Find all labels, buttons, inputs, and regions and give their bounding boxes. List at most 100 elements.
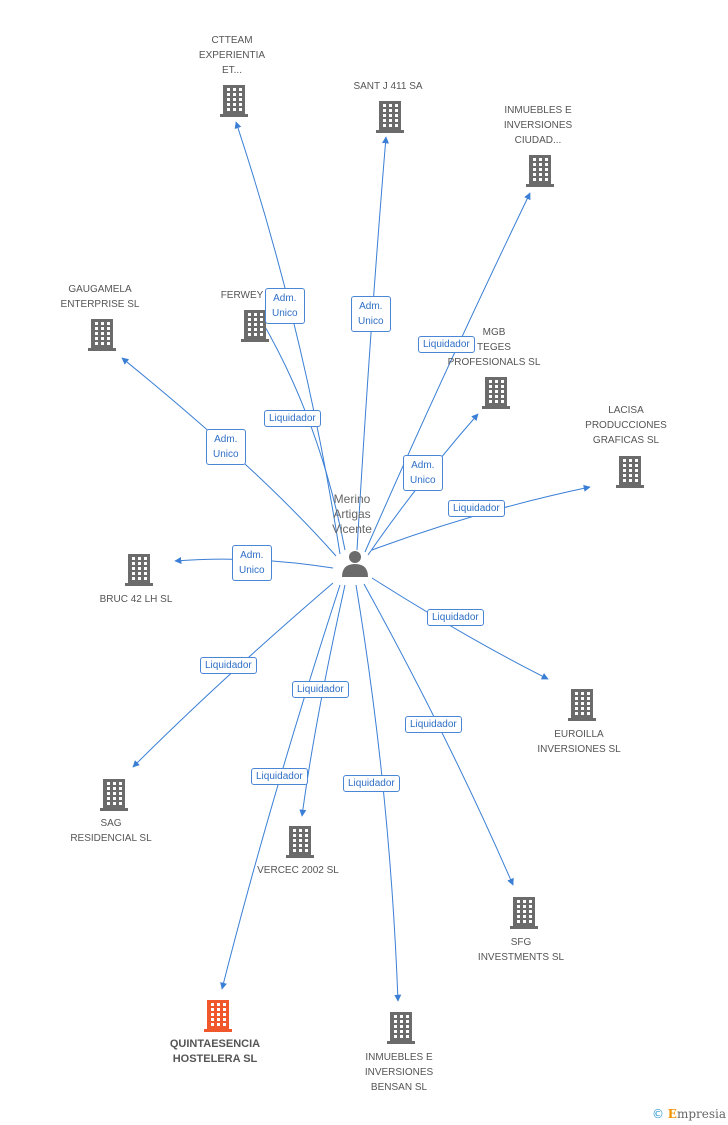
edge-label-text: Unico <box>272 308 298 319</box>
company-label-line: GRAFICAS SL <box>592 435 660 446</box>
company-label-inmciudad[interactable]: INMUEBLES E INVERSIONES CIUDAD... <box>473 103 603 148</box>
edge-label-bensan[interactable]: Liquidador <box>343 775 400 792</box>
company-label-line: INVERSIONES <box>503 120 573 131</box>
edge-label-text: Adm. <box>214 434 238 445</box>
building-icon <box>616 456 644 488</box>
edge-inmciudad <box>364 192 531 553</box>
edge-label-text: Liquidador <box>348 778 395 789</box>
company-node-sag[interactable] <box>99 777 129 816</box>
company-label-bruc[interactable]: BRUC 42 LH SL <box>71 592 201 607</box>
company-label-line: INVESTMENTS SL <box>477 952 565 963</box>
brand-initial: E <box>667 1107 677 1121</box>
company-node-sfg[interactable] <box>509 895 539 934</box>
edge-sag <box>132 582 334 768</box>
edge-bensan <box>355 584 402 1002</box>
building-icon <box>286 826 314 858</box>
building-icon <box>482 377 510 409</box>
company-label-line: SFG <box>510 937 532 948</box>
edge-label-text: Liquidador <box>256 771 303 782</box>
company-label-sag[interactable]: SAG RESIDENCIAL SL <box>46 816 176 846</box>
edge-label-sfg[interactable]: Liquidador <box>405 716 462 733</box>
company-label-line: INVERSIONES SL <box>537 744 621 755</box>
building-icon <box>125 554 153 586</box>
edge-lacisa <box>371 484 591 551</box>
edge-label-quinta[interactable]: Liquidador <box>251 768 308 785</box>
company-node-bruc[interactable] <box>124 552 154 591</box>
copyright-icon: © <box>651 1107 664 1121</box>
edge-label-text: Liquidador <box>453 503 500 514</box>
edge-label-text: Unico <box>213 449 239 460</box>
company-node-euroilla[interactable] <box>567 687 597 726</box>
center-person-name[interactable]: Merino Artigas Vicente <box>312 492 392 537</box>
person-icon[interactable] <box>342 551 368 577</box>
building-icon <box>387 1012 415 1044</box>
company-label-line: EUROILLA <box>554 729 604 740</box>
edge-label-santj[interactable]: Adm.Unico <box>351 296 391 332</box>
company-label-line: ENTERPRISE SL <box>60 299 140 310</box>
edge-label-inmciudad[interactable]: Liquidador <box>418 336 475 353</box>
edge-sfg <box>363 583 514 886</box>
edge-label-vercec[interactable]: Liquidador <box>292 681 349 698</box>
company-label-line: SANT J 411 SA <box>353 81 423 92</box>
brand-name: mpresia <box>676 1107 726 1121</box>
company-label-line: RESIDENCIAL SL <box>70 833 152 844</box>
edge-label-text: Unico <box>410 475 436 486</box>
edge-label-text: Unico <box>239 565 265 576</box>
company-label-ferwey[interactable]: FERWEY <box>177 288 307 303</box>
edge-label-sag[interactable]: Liquidador <box>200 657 257 674</box>
company-label-sfg[interactable]: SFG INVESTMENTS SL <box>456 935 586 965</box>
company-node-ferwey[interactable] <box>240 308 270 347</box>
company-node-bensan[interactable] <box>386 1010 416 1049</box>
building-icon <box>88 319 116 351</box>
company-node-santj[interactable] <box>375 99 405 138</box>
company-label-vercec[interactable]: VERCEC 2002 SL <box>233 863 363 878</box>
edge-label-text: Liquidador <box>205 660 252 671</box>
footer-brand[interactable]: © Empresia <box>652 1107 726 1121</box>
company-node-lacisa[interactable] <box>615 454 645 493</box>
building-icon <box>510 897 538 929</box>
edge-label-gaugamela[interactable]: Adm. Unico <box>206 429 246 465</box>
company-label-line: INMUEBLES E <box>504 105 572 116</box>
company-label-line: HOSTELERA SL <box>172 1053 258 1065</box>
company-label-line: QUINTAESENCIA <box>169 1038 261 1050</box>
building-icon <box>204 1000 232 1032</box>
company-node-ctteam[interactable] <box>219 83 249 122</box>
building-icon <box>220 85 248 117</box>
company-label-line: EXPERIENTIA <box>198 50 266 61</box>
company-node-mgb[interactable] <box>481 375 511 414</box>
company-label-line: INVERSIONES <box>364 1067 434 1078</box>
edge-label-text: Unico <box>358 316 384 327</box>
edge-label-euroilla[interactable]: Liquidador <box>427 609 484 626</box>
company-label-line: LACISA <box>608 405 644 416</box>
company-label-euroilla[interactable]: EUROILLA INVERSIONES SL <box>514 727 644 757</box>
edge-label-lacisa[interactable]: Liquidador <box>448 500 505 517</box>
edge-ctteam <box>234 121 341 555</box>
edge-label-mgb[interactable]: Adm.Unico <box>403 455 443 491</box>
company-label-santj[interactable]: SANT J 411 SA <box>323 79 453 94</box>
building-icon <box>376 101 404 133</box>
company-label-line: CIUDAD... <box>514 135 562 146</box>
company-node-inmciudad[interactable] <box>525 153 555 192</box>
edge-label-text: Liquidador <box>432 612 479 623</box>
edge-santj <box>356 136 389 551</box>
edge-ferwey <box>259 317 346 551</box>
edge-label-ferwey[interactable]: Liquidador <box>264 410 321 427</box>
company-label-line: PROFESIONALS SL <box>447 357 541 368</box>
edge-label-ctteam[interactable]: Adm.Unico <box>265 288 305 324</box>
center-name-line: Artigas <box>333 507 371 521</box>
company-label-quinta[interactable]: QUINTAESENCIA HOSTELERA SL <box>150 1037 280 1067</box>
center-name-line: Merino <box>333 492 371 506</box>
company-node-vercec[interactable] <box>285 824 315 863</box>
company-label-line: SAG <box>100 818 122 829</box>
edge-label-bruc[interactable]: Adm.Unico <box>232 545 272 581</box>
company-label-line: MGB <box>482 327 506 338</box>
company-node-gaugamela[interactable] <box>87 317 117 356</box>
edge-label-text: Liquidador <box>410 719 457 730</box>
edge-label-text: Liquidador <box>423 339 470 350</box>
company-node-quinta[interactable] <box>203 998 233 1037</box>
